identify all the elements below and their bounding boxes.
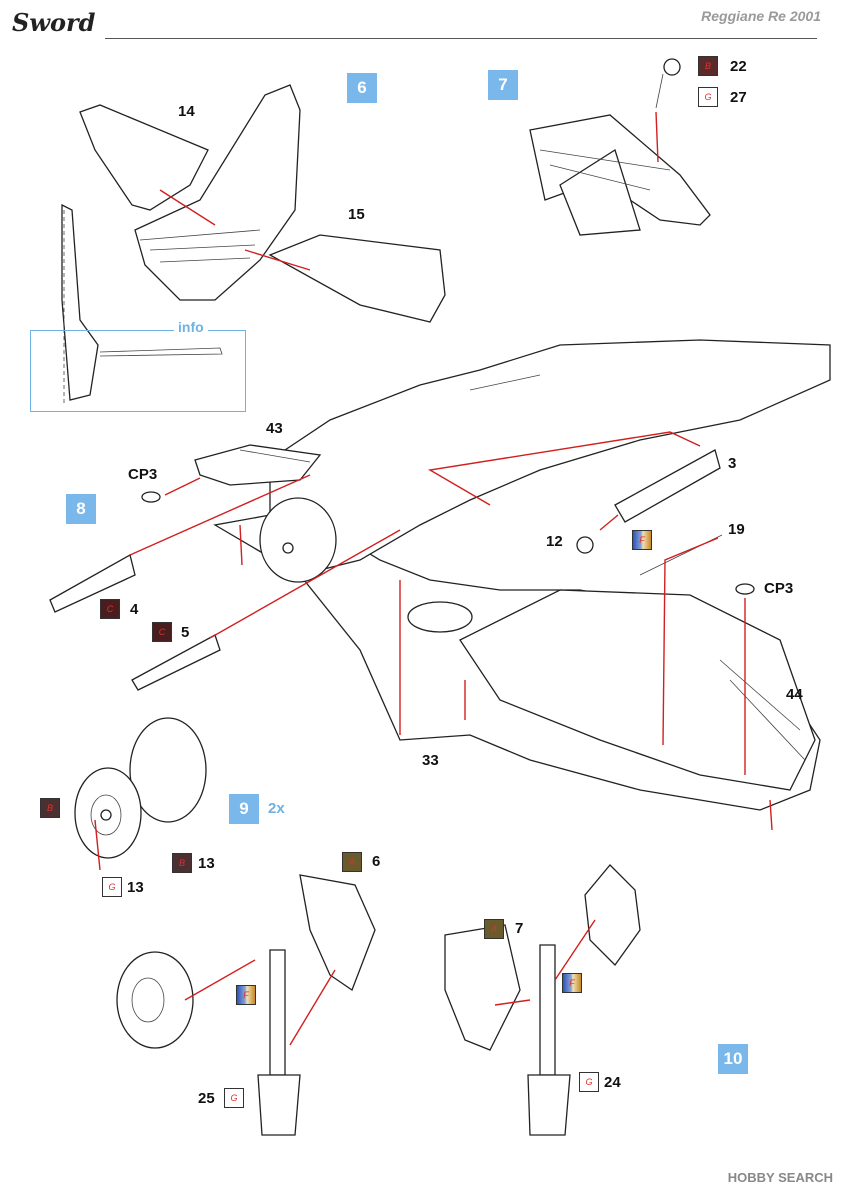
swatch-letter: C [158, 627, 166, 637]
swatch-letter: F [569, 978, 575, 988]
color-swatch-5: C [152, 622, 172, 642]
color-swatch-13-left: B [40, 798, 60, 818]
swatch-letter: B [704, 61, 711, 71]
brand-logo: Sword [12, 8, 96, 37]
swatch-letter: C [106, 604, 114, 614]
wheels-drawing [74, 717, 207, 871]
fuselage-wing-drawing [49, 339, 831, 831]
part-label-7: 7 [515, 920, 524, 937]
part-label-19: 19 [728, 521, 745, 538]
info-box [30, 330, 246, 412]
nose-detail-drawing [529, 58, 711, 236]
header-divider [105, 38, 817, 39]
tail-assembly-drawing [79, 84, 446, 323]
color-swatch-13-g: G [102, 877, 122, 897]
color-swatch-7: A [484, 919, 504, 939]
swatch-letter: F [243, 990, 249, 1000]
step-badge-10: 10 [718, 1044, 748, 1074]
swatch-letter: B [178, 858, 185, 868]
step9-quantity-note: 2x [268, 800, 285, 817]
swatch-letter: G [108, 882, 116, 892]
landing-gear-drawing [116, 864, 641, 1136]
part-label-15: 15 [348, 206, 365, 223]
step-badge-7: 7 [488, 70, 518, 100]
color-swatch-f-right: F [562, 973, 582, 993]
part-label-6: 6 [372, 853, 381, 870]
step-badge-9: 9 [229, 794, 259, 824]
color-swatch-f-left: F [236, 985, 256, 1005]
model-title: Reggiane Re 2001 [701, 8, 821, 24]
swatch-letter: A [348, 857, 355, 867]
part-label-3: 3 [728, 455, 737, 472]
info-profile-drawing [61, 203, 223, 405]
part-label-25: 25 [198, 1090, 215, 1107]
part-label-14: 14 [178, 103, 195, 120]
color-swatch-6: A [342, 852, 362, 872]
part-label-13-left: 13 [127, 879, 144, 896]
swatch-letter: G [585, 1077, 593, 1087]
color-swatch-f-19: F [632, 530, 652, 550]
color-swatch-4: C [100, 599, 120, 619]
color-swatch-22: B [698, 56, 718, 76]
swatch-letter: B [46, 803, 53, 813]
swatch-letter: A [490, 924, 497, 934]
part-label-44: 44 [786, 686, 803, 703]
step-badge-6: 6 [347, 73, 377, 103]
color-swatch-24: G [579, 1072, 599, 1092]
part-label-13-right: 13 [198, 855, 215, 872]
part-label-4: 4 [130, 601, 139, 618]
part-label-22: 22 [730, 58, 747, 75]
part-label-12: 12 [546, 533, 563, 550]
part-label-cp3-right: CP3 [764, 580, 794, 597]
part-label-27: 27 [730, 89, 747, 106]
part-label-5: 5 [181, 624, 190, 641]
part-label-cp3-left: CP3 [128, 466, 158, 483]
color-swatch-27: G [698, 87, 718, 107]
part-label-33: 33 [422, 752, 439, 769]
watermark: HOBBY SEARCH [727, 1170, 833, 1185]
step-badge-8: 8 [66, 494, 96, 524]
color-swatch-25: G [224, 1088, 244, 1108]
info-title: info [174, 319, 208, 335]
part-label-24: 24 [604, 1074, 621, 1091]
swatch-letter: G [704, 92, 712, 102]
swatch-letter: G [230, 1093, 238, 1103]
swatch-letter: F [639, 535, 645, 545]
color-swatch-13-right: B [172, 853, 192, 873]
part-label-43: 43 [266, 420, 283, 437]
